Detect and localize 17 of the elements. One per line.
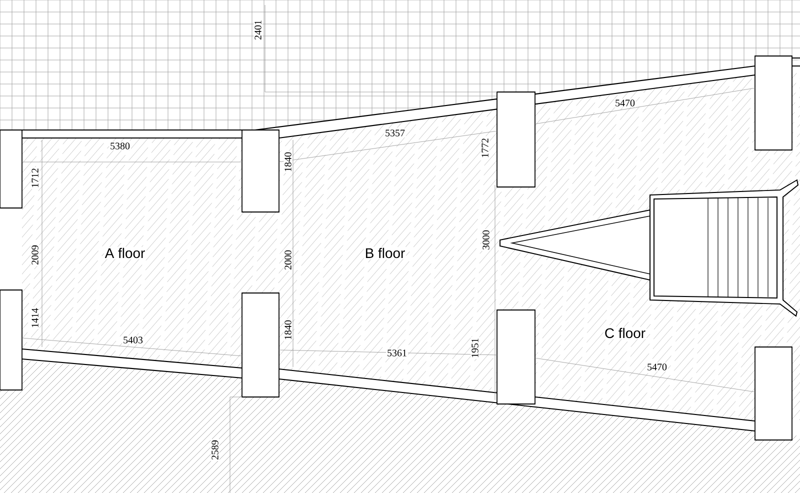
dimension-label: 5361 <box>386 348 408 358</box>
dimension-label: 1840 <box>284 151 292 173</box>
dimension-label: 1840 <box>284 319 292 341</box>
dimension-label: 5470 <box>614 98 636 108</box>
dimension-label: 1414 <box>30 307 40 329</box>
dimension-label: 3000 <box>482 229 490 251</box>
dimension-label: 2009 <box>30 244 40 266</box>
dimension-label: 5470 <box>646 362 668 372</box>
dimension-label: 2401 <box>254 19 262 41</box>
dimension-label: 5380 <box>109 142 131 150</box>
dimension-label: 2589 <box>210 439 220 461</box>
dimension-label: 5403 <box>122 336 144 344</box>
dimension-label: 1951 <box>470 337 480 359</box>
dimension-label: 1772 <box>480 137 490 159</box>
dimension-label: 2000 <box>284 249 292 271</box>
dimension-label: 5357 <box>384 128 406 138</box>
dimension-label: 1712 <box>30 167 40 189</box>
